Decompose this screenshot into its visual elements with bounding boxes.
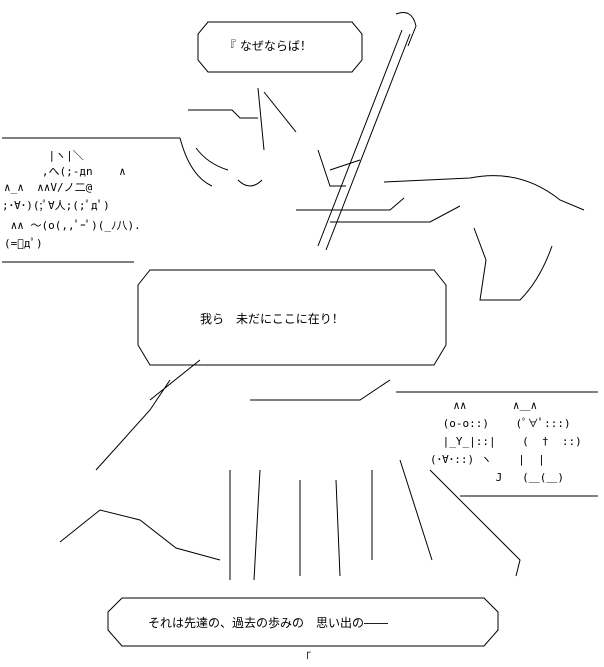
cats-line: |_Y_|::| ( † ::) <box>436 435 582 448</box>
leg-right <box>299 479 341 577</box>
bottom-caption-bubble <box>107 597 499 647</box>
robe-left <box>95 359 201 471</box>
face-outline <box>179 137 229 187</box>
crowd-line: |ヽ|＼ <box>22 149 84 162</box>
cape-top <box>383 175 585 211</box>
crowd-line: ;･∀･)(;ﾟ∀人;(;ﾟдﾟ) <box>2 199 110 212</box>
crowd-line: (=ﾟдﾟ) <box>4 237 43 250</box>
arm <box>296 197 461 223</box>
hat-crown <box>257 87 297 151</box>
crowd-line: ∧∧ ～(o(,,ﾟｰﾟ)(_ﾉ八). <box>4 219 141 232</box>
flag-pole-edge <box>325 33 411 251</box>
cats-line: J (＿(＿) <box>436 471 564 484</box>
collar <box>317 149 361 187</box>
robe-hem-right <box>429 469 521 577</box>
belt <box>250 379 391 401</box>
crowd-line: ,へ(;-дn ∧ <box>22 165 126 178</box>
cape-drape <box>473 227 553 301</box>
pole-tip <box>395 12 417 47</box>
hat-brim <box>188 109 258 119</box>
top-speech-bubble <box>197 21 363 73</box>
robe-right <box>371 459 433 561</box>
top-bubble-text: 『 なぜならば！ <box>224 39 312 53</box>
caption-tail: 「 <box>300 651 311 664</box>
cats-line: ∧∧ ∧＿∧ <box>440 399 538 412</box>
middle-speech-bubble <box>137 269 447 366</box>
cats-line: (o-o::) (ﾟ∀ﾟ:::) <box>436 417 571 430</box>
robe-hem-left <box>59 509 221 561</box>
bottom-bubble-text: それは先達の、過去の歩みの 思い出の―― <box>148 616 389 630</box>
mouth <box>237 179 263 187</box>
middle-bubble-text: 我ら 未だにここに在り！ <box>200 312 344 326</box>
crowd-line: ∧_∧ ∧∧V/ノ二@ <box>4 181 93 194</box>
cats-line: (･∀･::) ヽ | | <box>430 453 545 466</box>
leg-left <box>229 469 261 581</box>
